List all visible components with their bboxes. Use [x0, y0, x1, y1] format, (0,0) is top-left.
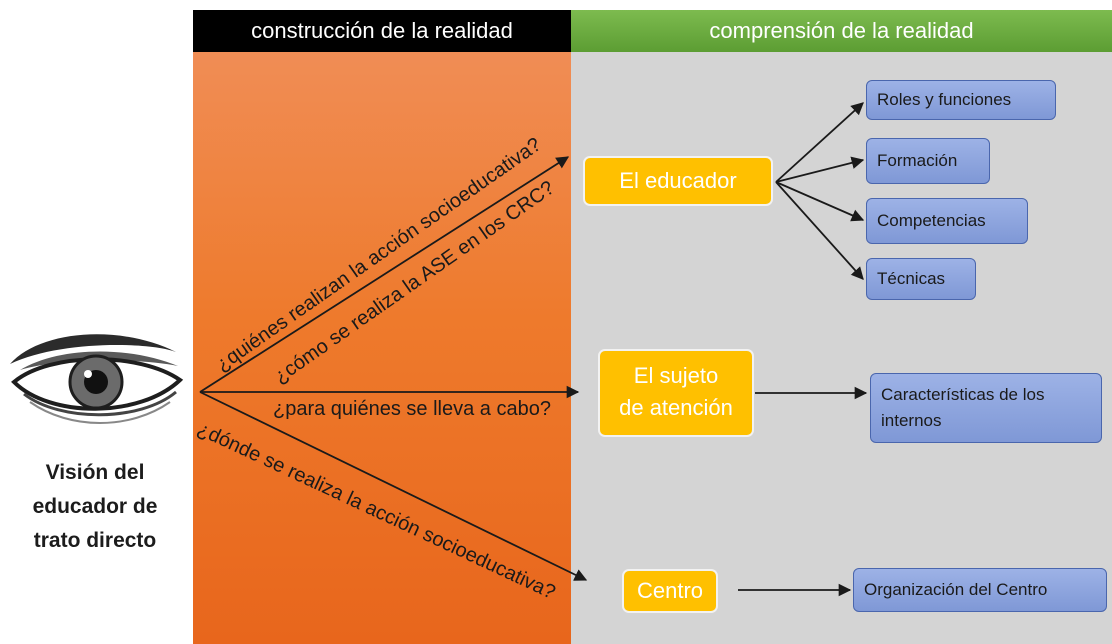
box-sujeto-atencion: El sujeto de atención	[598, 349, 754, 437]
arrow-to-educador	[199, 156, 570, 393]
box-el-educador-label: El educador	[619, 168, 737, 193]
viewer-label: Visión del educador de trato directo	[30, 456, 160, 558]
arrow-to-tecnicas	[775, 181, 864, 280]
viewer-label-line2: educador de	[32, 495, 158, 518]
box-caracteristicas-line2: internos	[881, 411, 942, 430]
box-tecnicas: Técnicas	[866, 258, 976, 300]
eye-icon	[10, 334, 184, 424]
box-formacion: Formación	[866, 138, 990, 184]
viewer-label-line3: trato directo	[33, 529, 157, 552]
comprehension-panel	[571, 52, 1112, 644]
arrow-to-competencias	[775, 181, 865, 222]
box-sujeto-line2: de atención	[619, 395, 733, 420]
box-el-educador: El educador	[583, 156, 773, 206]
arrow-to-centro	[199, 391, 588, 581]
box-sujeto-line1: El sujeto	[633, 363, 719, 388]
box-centro: Centro	[622, 569, 718, 613]
arrow-to-formacion	[775, 156, 865, 183]
arrow-to-roles	[775, 102, 864, 183]
box-competencias: Competencias	[866, 198, 1028, 244]
construction-panel	[193, 52, 571, 644]
box-roles-funciones: Roles y funciones	[866, 80, 1056, 120]
box-organizacion-centro: Organización del Centro	[853, 568, 1107, 612]
box-caracteristicas-line1: Características de los	[881, 385, 1045, 404]
viewer-label-line1: Visión del	[45, 461, 145, 484]
header-comprehension: comprensión de la realidad	[571, 10, 1112, 52]
box-centro-label: Centro	[636, 578, 704, 603]
box-caracteristicas: Características de los internos	[870, 373, 1102, 443]
header-construction: construcción de la realidad	[193, 10, 571, 52]
question-para-quienes: ¿para quiénes se lleva a cabo?	[273, 398, 551, 420]
